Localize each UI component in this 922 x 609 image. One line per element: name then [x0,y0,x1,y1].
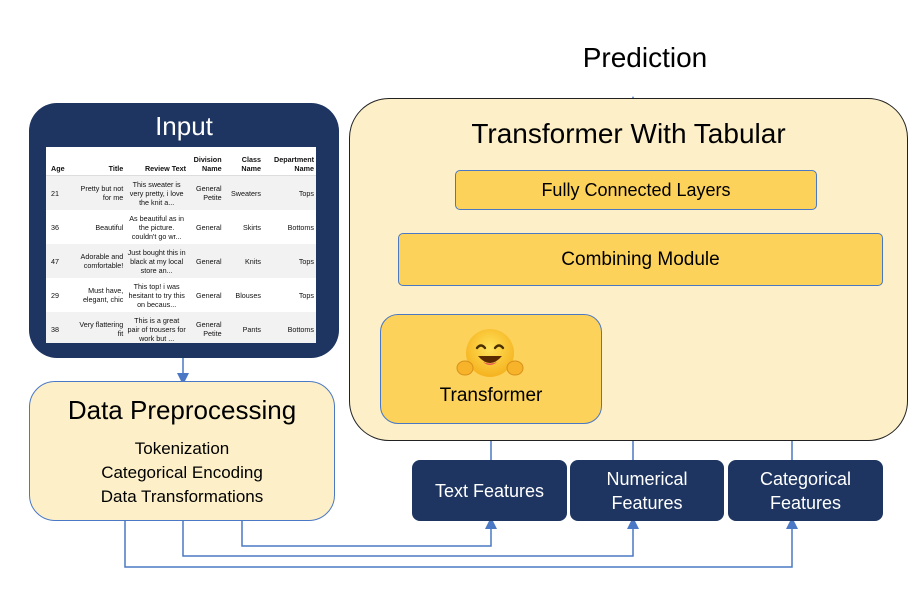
table-row: 38 Very flattering fit This is a great p… [46,312,316,343]
table-header-row: Age Title Review Text Division Name Clas… [46,147,316,176]
input-title: Input [155,111,213,141]
combining-module-box: Combining Module [398,233,883,286]
table-cell: Bottoms [262,312,316,343]
table-cell: General Petite [188,175,224,210]
table-cell: This top! i was hesitant to try this on … [128,281,185,309]
table-cell: 38 [46,312,75,343]
table-row: 47 Adorable and comfortable! Just bought… [46,244,316,278]
table-cell: As beautiful as in the picture. couldn't… [129,213,185,241]
table-cell: Tops [262,244,316,278]
text-features-label: Text Features [434,480,545,501]
table-cell: Tops [262,175,316,210]
table-cell: General [196,222,222,232]
table-cell: Tops [298,290,314,300]
table-cell: 36 [51,222,59,232]
table-cell: 47 [46,244,75,278]
table-cell: This is a great pair of trousers for wor… [125,312,188,343]
table-cell: General [188,244,224,278]
model-title: Transformer With Tabular [471,118,786,149]
table-cell: Must have, elegant, chic [82,286,124,304]
fully-connected-layers-box: Fully Connected Layers [455,170,817,210]
prediction-label: Prediction [582,42,708,73]
table-cell: 21 [46,175,75,210]
categorical-features-label: Categorical [759,468,852,489]
transformer-label: Transformer [439,385,543,406]
table-cell: General Petite [188,312,224,343]
preprocessing-title: Data Preprocessing [67,395,297,425]
table-cell: 29 [51,290,59,300]
table-cell: Knits [223,244,263,278]
table-row: 36 Beautiful As beautiful as in the pict… [46,210,316,244]
table-header: Review Text [125,147,188,176]
table-row: 21 Pretty but not for me This sweater is… [46,175,316,210]
table-cell: Adorable and comfortable! [74,244,126,278]
table-header: Age [46,147,75,176]
table-header: Class Name [223,147,263,176]
table-cell: Bottoms [287,222,314,232]
input-data-table: Age Title Review Text Division Name Clas… [46,147,316,343]
table-row: 29 Must have, elegant, chic This top! i … [46,278,316,312]
table-cell: Pants [223,312,263,343]
data-preprocessing-box [29,381,335,521]
table-cell: Pretty but not for me [74,175,126,210]
table-cell: General [196,290,222,300]
table-cell: Very flattering fit [74,312,126,343]
preprocessing-step: Data Transformations [100,487,264,506]
table-cell: This sweater is very pretty, i love the … [125,175,188,210]
preprocessing-step: Tokenization [134,439,230,458]
table-header: Title [74,147,126,176]
preprocessing-step: Categorical Encoding [101,463,263,482]
table-cell: Blouses [235,290,261,300]
table-cell: Just bought this in black at my local st… [125,244,188,278]
numerical-features-box: Numerical Features [570,460,724,521]
table-header: Division Name [188,147,224,176]
categorical-features-box: Categorical Features [728,460,883,521]
combining-module-label: Combining Module [561,248,720,270]
categorical-features-label: Features [769,492,842,513]
numerical-features-label: Features [611,492,683,513]
table-cell: Beautiful [95,222,124,232]
fully-connected-label: Fully Connected Layers [541,179,731,200]
table-cell: Skirts [243,222,261,232]
hugging-face-emoji-icon [456,329,524,377]
text-features-box: Text Features [412,460,567,521]
table-header: Department Name [262,147,316,176]
numerical-features-label: Numerical [606,468,688,489]
table-cell: Sweaters [223,175,263,210]
